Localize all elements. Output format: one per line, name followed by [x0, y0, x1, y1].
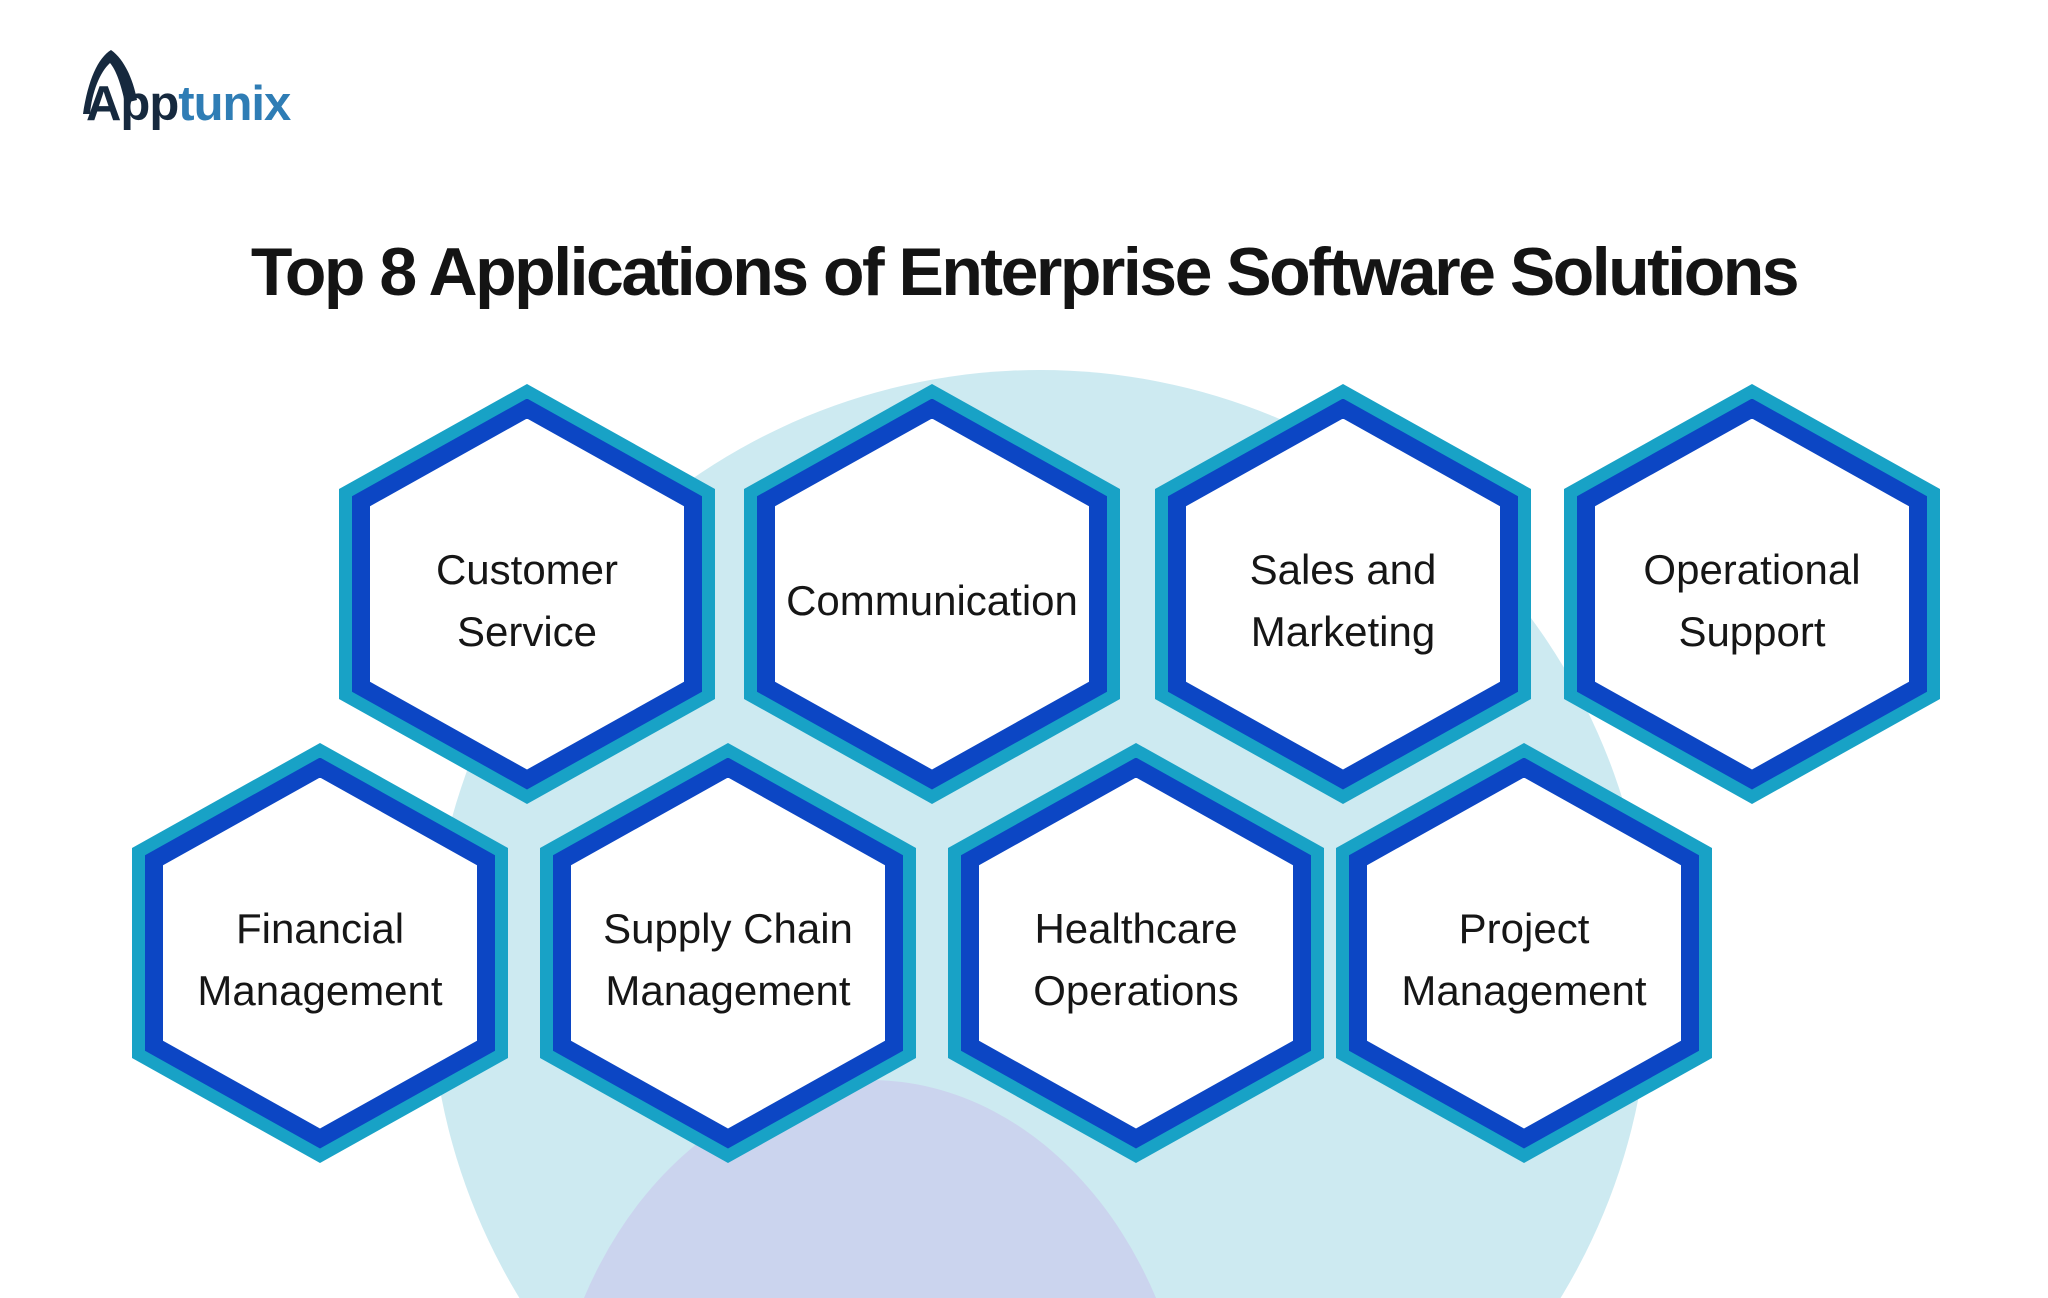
hexagon-label-line: Sales and	[1249, 546, 1437, 593]
logo-wordmark: Apptunix	[86, 76, 291, 132]
hexagon-label-line: Marketing	[1250, 608, 1436, 655]
hexagon-sales-and-marketing: Sales and Marketing	[1155, 384, 1531, 804]
hexagon-label: Healthcare Operations	[948, 743, 1324, 1163]
hexagon-label-line: Project	[1458, 905, 1590, 952]
hexagon-label-line: Operational	[1643, 546, 1861, 593]
logo-text-app: App	[86, 77, 179, 131]
hexagon-fill	[1595, 418, 1909, 770]
hexagon-fill	[1367, 777, 1681, 1129]
hexagon-label-line: Management	[1401, 967, 1647, 1014]
hexagon-label-line: Customer	[435, 546, 619, 593]
hexagon-fill	[1186, 418, 1500, 770]
page-title: Top 8 Applications of Enterprise Softwar…	[250, 233, 1800, 310]
logo-text-tunix: tunix	[178, 77, 291, 131]
hexagon-label-line: Service	[456, 608, 598, 655]
hexagon-healthcare-operations: Healthcare Operations	[948, 743, 1324, 1163]
hexagon-label: Project Management	[1336, 743, 1712, 1163]
hexagon-label-line: Operations	[1033, 967, 1239, 1014]
hexagon-label-line: Management	[197, 967, 443, 1014]
hexagon-label-line: Support	[1678, 608, 1826, 655]
hexagon-customer-service: Customer Service	[339, 384, 715, 804]
hexagon-label: Communication	[744, 384, 1120, 804]
hexagon-communication: Communication	[744, 384, 1120, 804]
apptunix-arch-icon	[83, 50, 137, 114]
hexagon-label-line: Financial	[235, 905, 405, 952]
hexagon-financial-management: Financial Management	[132, 743, 508, 1163]
hexagon-label: Supply Chain Management	[540, 743, 916, 1163]
hexagon-label-line: Healthcare	[1034, 905, 1238, 952]
hexagon-label-line: Management	[605, 967, 851, 1014]
hexagon-label-line: Supply Chain	[603, 905, 853, 952]
hexagon-label: Financial Management	[132, 743, 508, 1163]
hexagon-fill	[979, 777, 1293, 1129]
hexagon-label: Customer Service	[339, 384, 715, 804]
hexagon-label: Operational Support	[1564, 384, 1940, 804]
hexagon-project-management: Project Management	[1336, 743, 1712, 1163]
apptunix-logo: Apptunix	[72, 48, 332, 132]
hexagon-supply-chain-management: Supply Chain Management	[540, 743, 916, 1163]
hexagon-label: Sales and Marketing	[1155, 384, 1531, 804]
hexagon-label-line: Communication	[786, 577, 1078, 624]
hexagon-operational-support: Operational Support	[1564, 384, 1940, 804]
